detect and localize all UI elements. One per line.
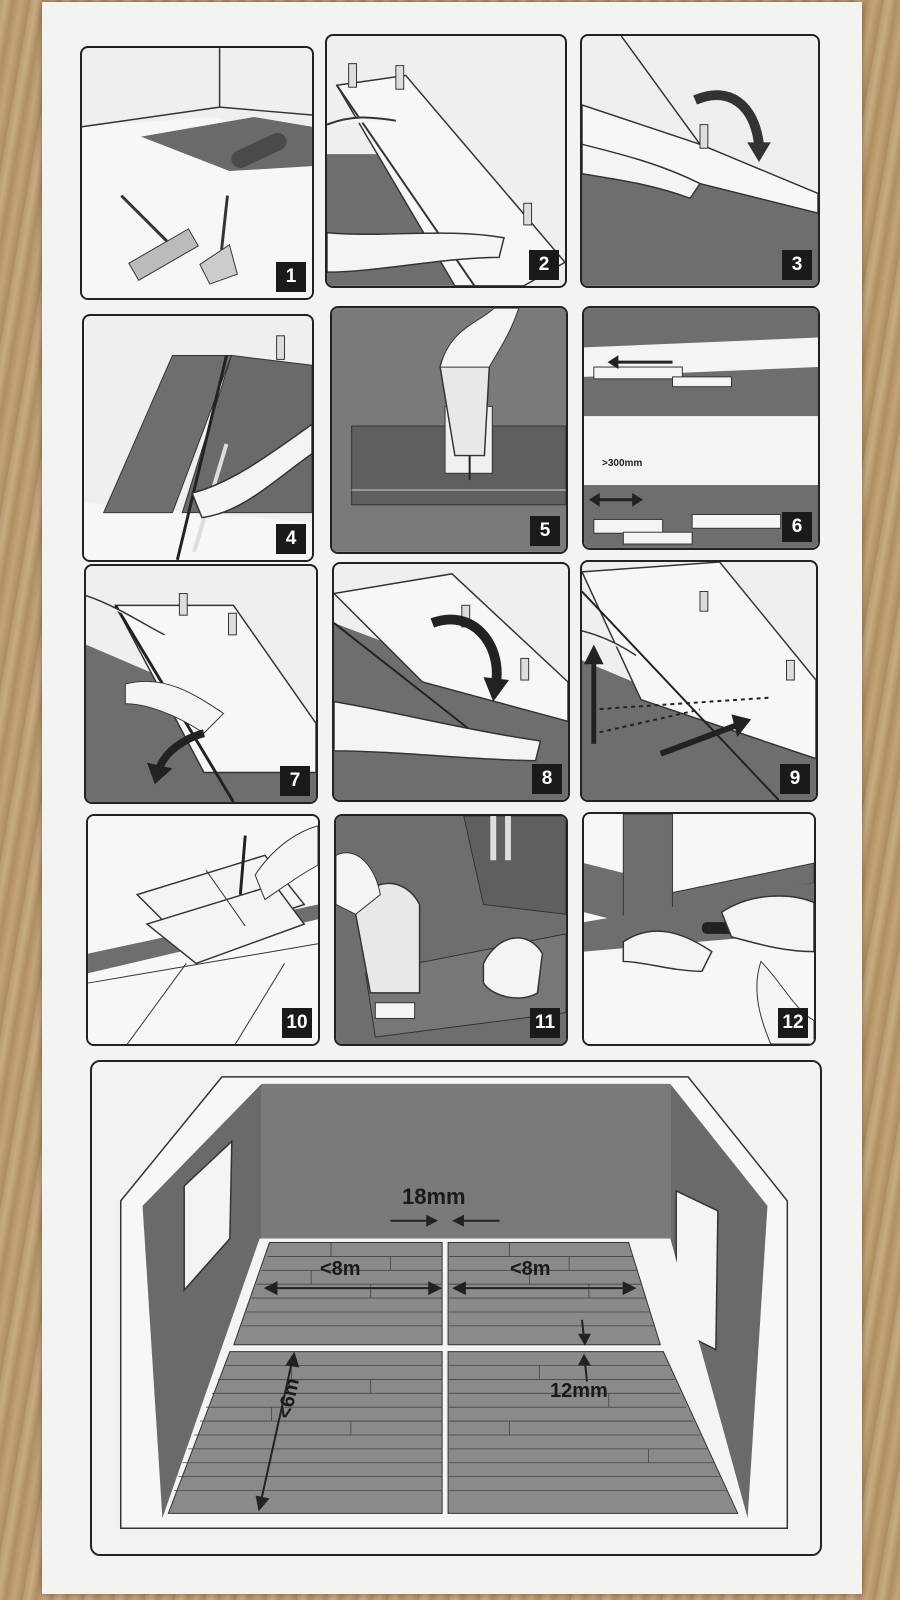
instruction-sheet: 1 2 3: [42, 2, 862, 1594]
step-6-illustration: [584, 308, 818, 548]
step-2-panel: 2: [325, 34, 567, 288]
step-9-number: 9: [780, 764, 810, 794]
step-6-min-offset-note: >300mm: [602, 458, 643, 469]
step-10-illustration: [88, 816, 318, 1044]
step-11-illustration: [336, 816, 566, 1044]
step-12-illustration: [584, 814, 814, 1044]
step-3-illustration: [582, 36, 818, 286]
max-length-right-label: <8m: [510, 1258, 551, 1280]
room-layout-diagram: [92, 1062, 820, 1554]
step-3-panel: 3: [580, 34, 820, 288]
step-3-number: 3: [782, 250, 812, 280]
step-7-number: 7: [280, 766, 310, 796]
step-5-illustration: [332, 308, 566, 552]
step-2-illustration: [327, 63, 565, 286]
step-4-illustration: [84, 335, 312, 560]
step-6-panel: >300mm 6: [582, 306, 820, 550]
max-length-left-label: <8m: [320, 1258, 361, 1280]
step-1-panel: 1: [80, 46, 314, 300]
step-7-panel: 7: [84, 564, 318, 804]
step-8-number: 8: [532, 764, 562, 794]
step-12-number: 12: [778, 1008, 808, 1038]
step-5-panel: 5: [330, 306, 568, 554]
step-5-number: 5: [530, 516, 560, 546]
expansion-gap-label: 18mm: [402, 1184, 466, 1209]
step-7-illustration: [86, 593, 316, 802]
wall-gap-label: 12mm: [550, 1380, 608, 1402]
step-10-number: 10: [282, 1008, 312, 1038]
step-9-panel: 9: [580, 560, 818, 802]
step-12-panel: 12: [582, 812, 816, 1046]
step-2-number: 2: [529, 250, 559, 280]
step-11-number: 11: [530, 1008, 560, 1038]
step-11-panel: 11: [334, 814, 568, 1046]
step-9-illustration: [582, 562, 816, 800]
step-1-illustration: [82, 48, 312, 298]
step-10-panel: 10: [86, 814, 320, 1046]
step-6-number: 6: [782, 512, 812, 542]
room-layout-panel: 18mm <8m <8m <6m 12mm: [90, 1060, 822, 1556]
step-4-number: 4: [276, 524, 306, 554]
step-4-panel: 4: [82, 314, 314, 562]
step-8-illustration: [334, 573, 568, 800]
step-1-number: 1: [276, 262, 306, 292]
step-8-panel: 8: [332, 562, 570, 802]
